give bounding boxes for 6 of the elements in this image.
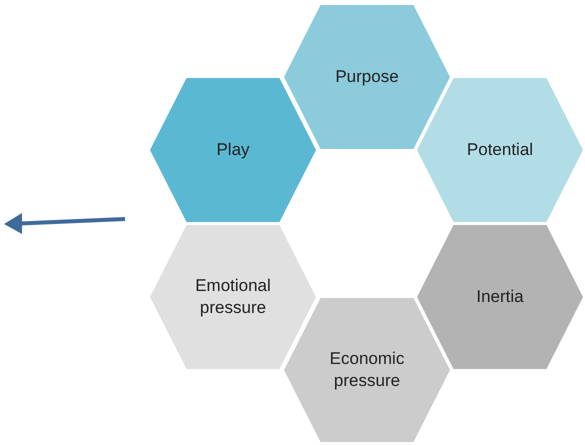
hexagon-label: Play [215,138,251,161]
hexagon-label: Potential [466,138,534,161]
hexagon-label: Economic pressure [328,348,406,392]
hexagon-label: Purpose [334,66,400,88]
hexagon-label: Inertia [475,286,525,308]
hexagon-label: Emotional pressure [194,274,272,319]
